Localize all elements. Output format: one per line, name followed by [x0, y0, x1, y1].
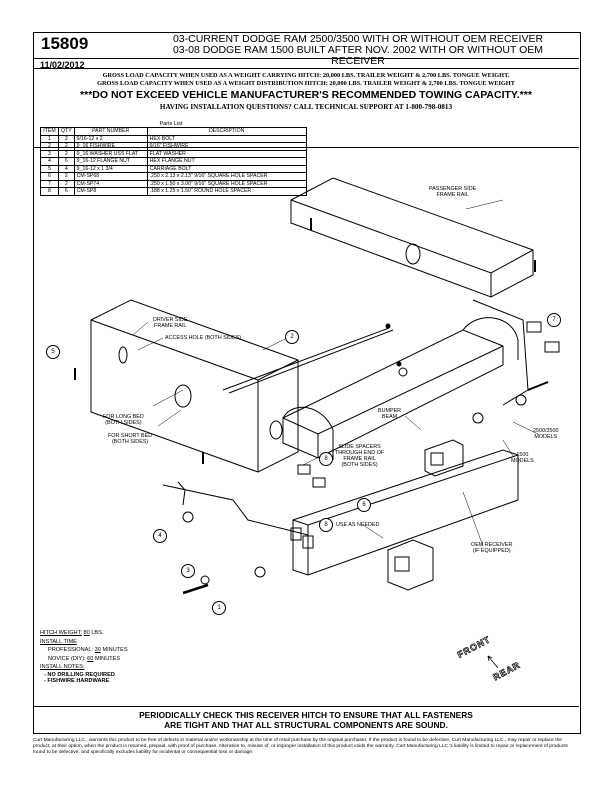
receiver-bar	[292, 449, 519, 576]
driver-frame-rail	[90, 299, 299, 473]
col-header: DESCRIPTION	[146, 127, 307, 136]
fishwire	[222, 327, 390, 391]
minutes-unit: MINUTES	[102, 647, 128, 653]
exploded-view-drawing	[74, 177, 560, 595]
label-1500-models: 1500 MODELS	[511, 452, 534, 464]
callout-8: 8	[319, 452, 333, 466]
hitch-weight-value: 80	[83, 630, 90, 636]
label-long-bed: FOR LONG BED (BOTH SIDES)	[103, 414, 144, 426]
cell-item: 3	[40, 149, 59, 158]
novice-label: NOVICE (DIY):	[48, 655, 86, 662]
novice-value: 60	[87, 655, 94, 662]
support-line: HAVING INSTALLATION QUESTIONS? CALL TECH…	[159, 103, 453, 111]
cell-desc: HEX BOLT	[146, 134, 307, 143]
callout-2: 2	[285, 330, 299, 344]
professional-time: PROFESSIONAL: 30 MINUTES	[40, 646, 128, 655]
label-oem-receiver: OEM RECEIVER (IF EQUIPPED)	[471, 542, 513, 554]
novice-time: NOVICE (DIY): 60 MINUTES	[40, 655, 128, 664]
maintenance-line-1: PERIODICALLY CHECK THIS RECEIVER HITCH T…	[139, 710, 473, 720]
note-fishwire: - FISHWIRE HARDWARE	[44, 678, 110, 684]
parts-header-row: ITEM QTY PART NUMBER DESCRIPTION	[40, 127, 307, 136]
cell-qty: 2	[58, 149, 75, 158]
header: 15809 03-CURRENT DODGE RAM 2500/3500 WIT…	[33, 32, 579, 67]
install-time-heading: INSTALL TIME	[40, 638, 77, 645]
page-border	[33, 32, 581, 734]
capacity-line-1: GROSS LOAD CAPACITY WHEN USED AS A WEIGH…	[102, 72, 510, 79]
parts-list-caption: Parts List	[159, 121, 183, 127]
cell-part: 9_16 WASHER USS FLAT	[73, 149, 148, 158]
label-bumper-beam: BUMPER BEAM	[378, 408, 402, 420]
maintenance-line-2: ARE TIGHT AND THAT ALL STRUCTURAL COMPON…	[164, 720, 448, 730]
hitch-weight-label: HITCH WEIGHT:	[40, 630, 82, 636]
cell-item: 2	[40, 142, 59, 151]
receiver-box	[387, 539, 434, 591]
front-rear-indicator: FRONT REAR	[452, 630, 532, 690]
cell-qty: 2	[58, 142, 75, 151]
callout-3: 3	[181, 564, 195, 578]
col-header: QTY	[58, 127, 75, 136]
cell-desc: 9/16" FISHWIRE	[146, 142, 307, 151]
part-number: 15809	[41, 34, 89, 53]
revision-date: 11/02/2012	[40, 60, 85, 70]
col-header: ITEM	[40, 127, 59, 136]
callout-4: 4	[153, 529, 167, 543]
col-header: PART NUMBER	[73, 127, 148, 136]
cell-part: 9/16-12 x 2	[73, 134, 148, 143]
oem-receiver	[424, 439, 464, 477]
label-2500-models: 2500/3500 MODELS	[533, 428, 559, 440]
professional-value: 30	[94, 647, 101, 653]
callout-6: 6	[357, 498, 371, 512]
warranty-disclaimer: Curt Manufacturing LLC., warrants this p…	[33, 738, 569, 755]
vehicle-title: 03-CURRENT DODGE RAM 2500/3500 WITH OR W…	[153, 34, 563, 67]
note-no-drilling: - NO DRILLING REQUIRED	[44, 671, 115, 678]
title-line-1: 03-CURRENT DODGE RAM 2500/3500 WITH OR W…	[172, 33, 544, 45]
label-access-hole: ACCESS HOLE (BOTH SIDES)	[165, 335, 242, 341]
label-driver-rail: DRIVER SIDE FRAME RAIL	[153, 317, 188, 329]
install-notes: HITCH WEIGHT: 80 LBS. INSTALL TIME PROFE…	[40, 629, 128, 685]
hitch-weight-unit: LBS.	[91, 630, 104, 636]
installation-diagram: PASSENGER SIDE FRAME RAIL DRIVER SIDE FR…	[33, 160, 579, 620]
cell-item: 8	[40, 187, 59, 196]
passenger-frame-rail	[290, 177, 534, 298]
callout-8b: 8	[319, 518, 333, 532]
callout-5: 5	[46, 345, 60, 359]
professional-label: PROFESSIONAL:	[48, 647, 94, 653]
cell-item: 1	[40, 134, 59, 143]
parts-list: Parts List ITEM QTY PART NUMBER DESCRIPT…	[40, 121, 307, 196]
hitch-crossbar	[282, 329, 504, 459]
hitch-weight: HITCH WEIGHT: 80 LBS.	[40, 629, 128, 638]
label-slide-spacers: SLIDE SPACERS THROUGH END OF FRAME RAIL …	[335, 444, 385, 468]
label-short-bed: FOR SHORT BED (BOTH SIDES)	[108, 433, 153, 445]
cell-desc: FLAT WASHER	[146, 149, 307, 158]
install-notes-heading: INSTALL NOTES:	[40, 664, 85, 670]
cell-qty: 2	[58, 134, 75, 143]
towing-warning: ***DO NOT EXCEED VEHICLE MANUFACTURER'S …	[80, 89, 532, 101]
cell-desc: .188 x 1.25 x 1.50" ROUND HOLE SPACER	[146, 187, 307, 196]
direction-arrow-icon	[487, 655, 499, 669]
callout-7: 7	[547, 313, 561, 327]
minutes-unit: MINUTES	[94, 655, 121, 662]
title-line-2: 03-08 DODGE RAM 1500 BUILT AFTER NOV. 20…	[172, 44, 544, 67]
label-use-as-needed: USE AS NEEDED	[336, 522, 380, 528]
cell-part: 9_16 FISHWIRE	[73, 142, 148, 151]
maintenance-warning: PERIODICALLY CHECK THIS RECEIVER HITCH T…	[33, 706, 579, 730]
capacity-line-2: GROSS LOAD CAPACITY WHEN USED AS A WEIGH…	[97, 80, 515, 87]
callout-1: 1	[212, 601, 226, 615]
label-passenger-rail: PASSENGER SIDE FRAME RAIL	[429, 186, 477, 198]
